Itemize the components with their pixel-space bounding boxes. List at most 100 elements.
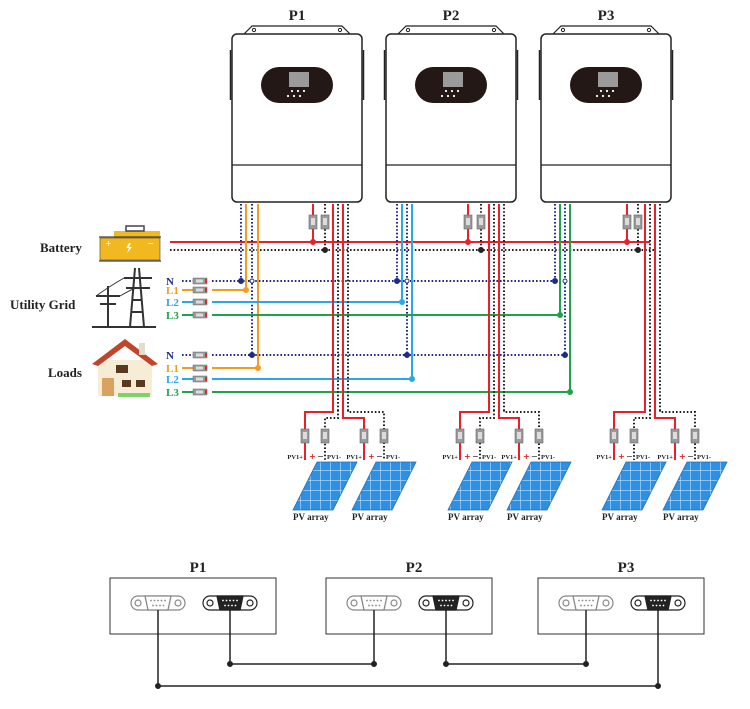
pv-breaker-icon: [320, 428, 330, 444]
ac-breaker-icon: [192, 351, 208, 359]
pv-plus-label: PV1+: [346, 454, 362, 461]
house-icon: [92, 339, 158, 397]
pv-breaker-icon: [379, 428, 389, 444]
parallel-port-in-icon: [346, 595, 402, 611]
inverter-p3: P3: [538, 8, 674, 203]
solar-panel-icon: [292, 461, 358, 511]
pv-array-label: PV array: [352, 512, 388, 522]
pv-plus-sign: +: [679, 452, 686, 461]
pv-breaker-icon: [629, 428, 639, 444]
pv-string: PV1++−PV1-PV array: [654, 410, 728, 522]
phase-label-l3: L3: [166, 310, 179, 322]
pv-breaker-icon: [455, 428, 465, 444]
inverter-label: P3: [598, 8, 615, 24]
junction-dot: [322, 247, 328, 253]
comm-panel-label: P1: [190, 560, 207, 576]
phase-label-n: N: [166, 276, 174, 288]
pv-array-label: PV array: [602, 512, 638, 522]
junction-dot: [394, 278, 400, 284]
cable-node: [371, 661, 377, 667]
pv-breaker-icon: [609, 428, 619, 444]
inverter-body: [231, 33, 363, 203]
junction-dot: [465, 239, 471, 245]
phase-label-l2: L2: [166, 374, 179, 386]
junction-dot: [404, 278, 410, 284]
ac-breaker-icon: [192, 388, 208, 396]
junction-dot: [624, 239, 630, 245]
pv-minus-sign: −: [376, 452, 383, 461]
pv-minus-sign: −: [531, 452, 538, 461]
pv-minus-sign: −: [472, 452, 479, 461]
inverter-label: P2: [443, 8, 460, 24]
inverter-body: [540, 33, 672, 203]
button-dot: [298, 94, 302, 98]
ac-breaker-icon: [192, 277, 208, 285]
button-dot: [290, 89, 294, 93]
comm-panel-label: P2: [406, 560, 423, 576]
button-dot: [444, 89, 448, 93]
comm-panel-p2: P2: [325, 560, 493, 635]
ac-breaker-icon: [192, 286, 208, 294]
pv-minus-label: PV1-: [327, 454, 341, 461]
solar-panel-icon: [662, 461, 728, 511]
junction-dot: [249, 278, 255, 284]
inverter-p1: P1: [229, 8, 365, 203]
parallel-cable: [229, 610, 375, 665]
pv-minus-label: PV1-: [541, 454, 555, 461]
pv-plus-label: PV1+: [442, 454, 458, 461]
comm-panel-label: P3: [618, 560, 635, 576]
button-dot: [456, 89, 460, 93]
button-dot: [302, 89, 306, 93]
solar-panel-icon: [447, 461, 513, 511]
pv-plus-sign: +: [368, 452, 375, 461]
pv-negative-wire: [324, 410, 339, 460]
pv-array-label: PV array: [293, 512, 329, 522]
button-dot: [296, 89, 300, 93]
pv-array-label: PV array: [507, 512, 543, 522]
pv-negative-wire: [659, 410, 696, 460]
ac-out-line: [212, 204, 259, 369]
parallel-port-in-icon: [130, 595, 186, 611]
parallel-port-out-icon: [630, 595, 686, 611]
button-dot: [292, 94, 296, 98]
button-dot: [450, 89, 454, 93]
battery-breaker-icon: [476, 214, 486, 230]
comm-panel-p1: P1: [109, 560, 277, 635]
mounting-bracket: [552, 25, 660, 35]
junction-dot: [404, 352, 410, 358]
button-dot: [611, 89, 615, 93]
solar-panel-icon: [601, 461, 667, 511]
loads-label: Loads: [48, 365, 82, 380]
svg-text:−: −: [147, 239, 154, 248]
phase-label-n: N: [166, 350, 174, 362]
battery-breaker-icon: [308, 214, 318, 230]
pv-minus-label: PV1-: [697, 454, 711, 461]
battery-breaker-icon: [320, 214, 330, 230]
pv-plus-label: PV1+: [596, 454, 612, 461]
svg-text:+: +: [105, 239, 112, 248]
phase-label-l1: L1: [166, 363, 179, 375]
phase-label-l2: L2: [166, 297, 179, 309]
inverter-label: P1: [289, 8, 306, 24]
pv-plus-label: PV1+: [501, 454, 517, 461]
pv-breaker-icon: [514, 428, 524, 444]
junction-dot: [635, 247, 641, 253]
battery-label: Battery: [40, 240, 82, 255]
pv-minus-label: PV1-: [636, 454, 650, 461]
pv-negative-wire: [633, 410, 651, 460]
ac-breaker-icon: [192, 364, 208, 372]
ac-breaker-icon: [192, 298, 208, 306]
pv-string: PV1++−PV1-PV array: [442, 410, 513, 522]
junction-dot: [243, 287, 249, 293]
button-dot: [599, 89, 603, 93]
solar-panel-icon: [351, 461, 417, 511]
pv-plus-sign: +: [309, 452, 316, 461]
ac-out-line: [212, 204, 571, 393]
button-dot: [452, 94, 456, 98]
comm-panel-p3: P3: [537, 560, 705, 635]
ac-breaker-icon: [192, 375, 208, 383]
parallel-port-in-icon: [558, 595, 614, 611]
mounting-bracket: [397, 25, 505, 35]
pv-negative-wire: [479, 410, 495, 460]
